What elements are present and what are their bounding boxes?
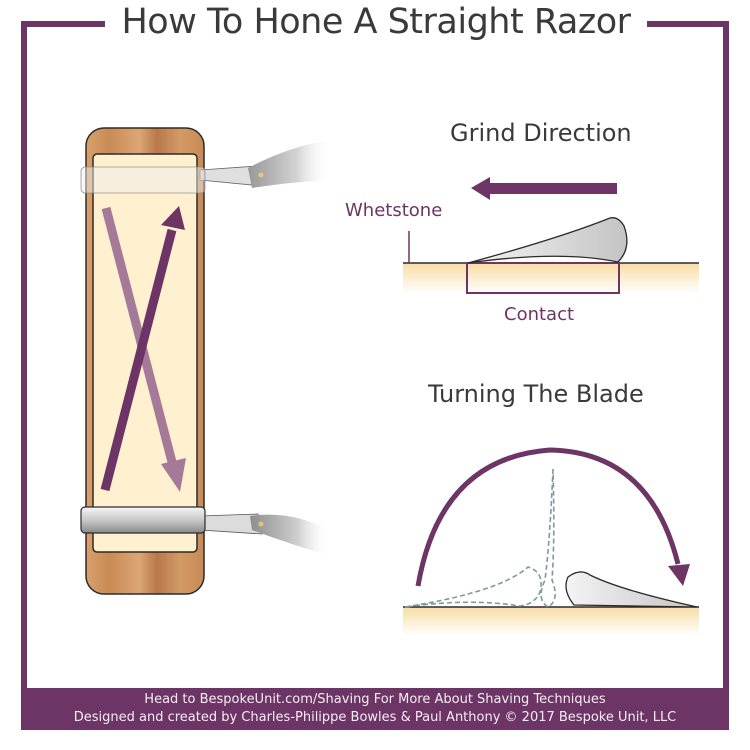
page-title: How To Hone A Straight Razor — [121, 2, 631, 42]
grind-direction-diagram — [403, 177, 699, 294]
razor-top — [80, 140, 330, 194]
razor-bottom — [80, 506, 330, 556]
contact-label: Contact — [504, 304, 575, 325]
frame-left-border — [21, 21, 27, 688]
grind-direction-heading: Grind Direction — [450, 119, 632, 147]
whetstone-topdown — [85, 127, 205, 595]
turning-blade-diagram — [403, 447, 699, 635]
frame-top-right-border — [647, 21, 729, 27]
footer-line-1: Head to BespokeUnit.com/Shaving For More… — [144, 692, 606, 707]
whetstone-label: Whetstone — [345, 200, 443, 221]
frame-top-left-border — [21, 21, 105, 27]
footer-banner: Head to BespokeUnit.com/Shaving For More… — [21, 688, 729, 730]
turning-blade-heading: Turning The Blade — [428, 380, 644, 408]
footer-line-2: Designed and created by Charles-Philippe… — [73, 710, 677, 725]
frame-right-border — [723, 21, 729, 688]
